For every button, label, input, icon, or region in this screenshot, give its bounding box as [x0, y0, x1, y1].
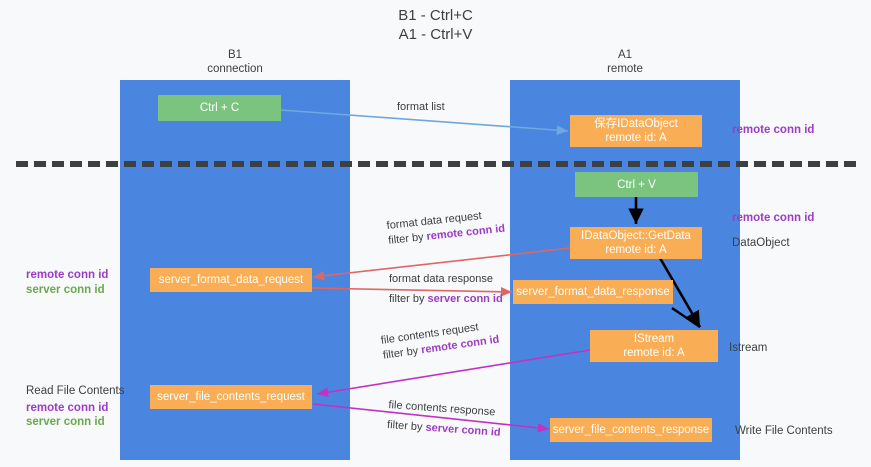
box-server-format-data-request[interactable]: server_format_data_request [150, 268, 312, 292]
box-ctrl-v-label: Ctrl + V [617, 178, 656, 191]
box-server-file-contents-request-label: server_file_contents_request [157, 391, 305, 403]
box-server-file-contents-response-label: server_file_contents_response [552, 424, 710, 436]
box-server-file-contents-response[interactable]: server_file_contents_response [550, 418, 712, 442]
box-save-idataobject[interactable]: 保存IDataObject remote id: A [570, 115, 702, 147]
right-label-write-file-contents: Write File Contents [735, 425, 833, 437]
edge-label-format-list-text: format list [397, 101, 445, 113]
left-label-server-conn-id-2: server conn id [26, 416, 105, 428]
box-ctrl-c[interactable]: Ctrl + C [158, 95, 281, 121]
filter-prefix: filter by [382, 344, 423, 362]
title-line-2: A1 - Ctrl+V [398, 26, 473, 43]
right-label-remote-conn-id-top: remote conn id [732, 124, 815, 136]
edge-label-file-contents-response-line2: filter by server conn id [387, 418, 501, 441]
box-server-format-data-response[interactable]: server_format_data_response [513, 280, 673, 304]
right-label-dataobject: DataObject [732, 237, 790, 249]
box-idataobject-getdata-line2: remote id: A [605, 244, 667, 256]
box-ctrl-c-label: Ctrl + C [199, 102, 240, 114]
left-label-remote-conn-id-1: remote conn id [26, 269, 109, 281]
filter-key-server-conn-id: server conn id [427, 293, 503, 305]
box-save-idataobject-line1: 保存IDataObject [594, 118, 678, 130]
lane-header-a1-name: A1 [617, 49, 633, 61]
box-istream-line1: IStream [633, 333, 675, 345]
filter-prefix: filter by [387, 230, 428, 247]
section-divider [16, 161, 856, 167]
edge-label-file-contents-response-line1: file contents response [388, 398, 496, 419]
filter-key-server-conn-id: server conn id [425, 421, 501, 439]
lane-header-b1-sub: connection [207, 63, 263, 75]
lane-header-b1: B1 connection [120, 48, 350, 76]
edge-label-file-contents-response: file contents response filter by server … [387, 398, 503, 441]
edge-label-format-data-response: format data response filter by server co… [389, 272, 503, 307]
box-idataobject-getdata-line1: IDataObject::GetData [581, 230, 691, 242]
box-istream[interactable]: IStream remote id: A [590, 330, 718, 362]
right-label-istream: Istream [729, 342, 768, 354]
lane-header-a1-sub: remote [607, 63, 643, 75]
edge-label-file-contents-request: file contents request filter by remote c… [380, 318, 500, 364]
filter-prefix: filter by [386, 418, 426, 434]
box-istream-line2: remote id: A [623, 347, 685, 359]
diagram-title: B1 - Ctrl+C A1 - Ctrl+V [0, 6, 871, 44]
box-server-format-data-request-label: server_format_data_request [158, 274, 304, 286]
edge-label-format-data-request: format data request filter by remote con… [386, 207, 506, 249]
lane-header-b1-name: B1 [227, 49, 243, 61]
edge-label-format-list: format list [397, 100, 445, 115]
left-label-read-file-contents: Read File Contents [26, 385, 125, 397]
right-label-remote-conn-id-mid: remote conn id [732, 212, 815, 224]
left-label-remote-conn-id-2: remote conn id [26, 402, 109, 414]
box-server-file-contents-request[interactable]: server_file_contents_request [150, 385, 312, 409]
box-save-idataobject-line2: remote id: A [605, 132, 667, 144]
left-label-server-conn-id-1: server conn id [26, 284, 105, 296]
title-line-1: B1 - Ctrl+C [398, 7, 473, 24]
box-idataobject-getdata[interactable]: IDataObject::GetData remote id: A [570, 227, 702, 259]
lane-header-a1: A1 remote [510, 48, 740, 76]
box-server-format-data-response-label: server_format_data_response [516, 286, 670, 298]
box-ctrl-v[interactable]: Ctrl + V [575, 172, 698, 197]
filter-prefix: filter by [389, 293, 428, 305]
edge-label-format-data-response-line1: format data response [389, 273, 493, 285]
edge-label-format-data-response-line2: filter by server conn id [389, 292, 503, 307]
